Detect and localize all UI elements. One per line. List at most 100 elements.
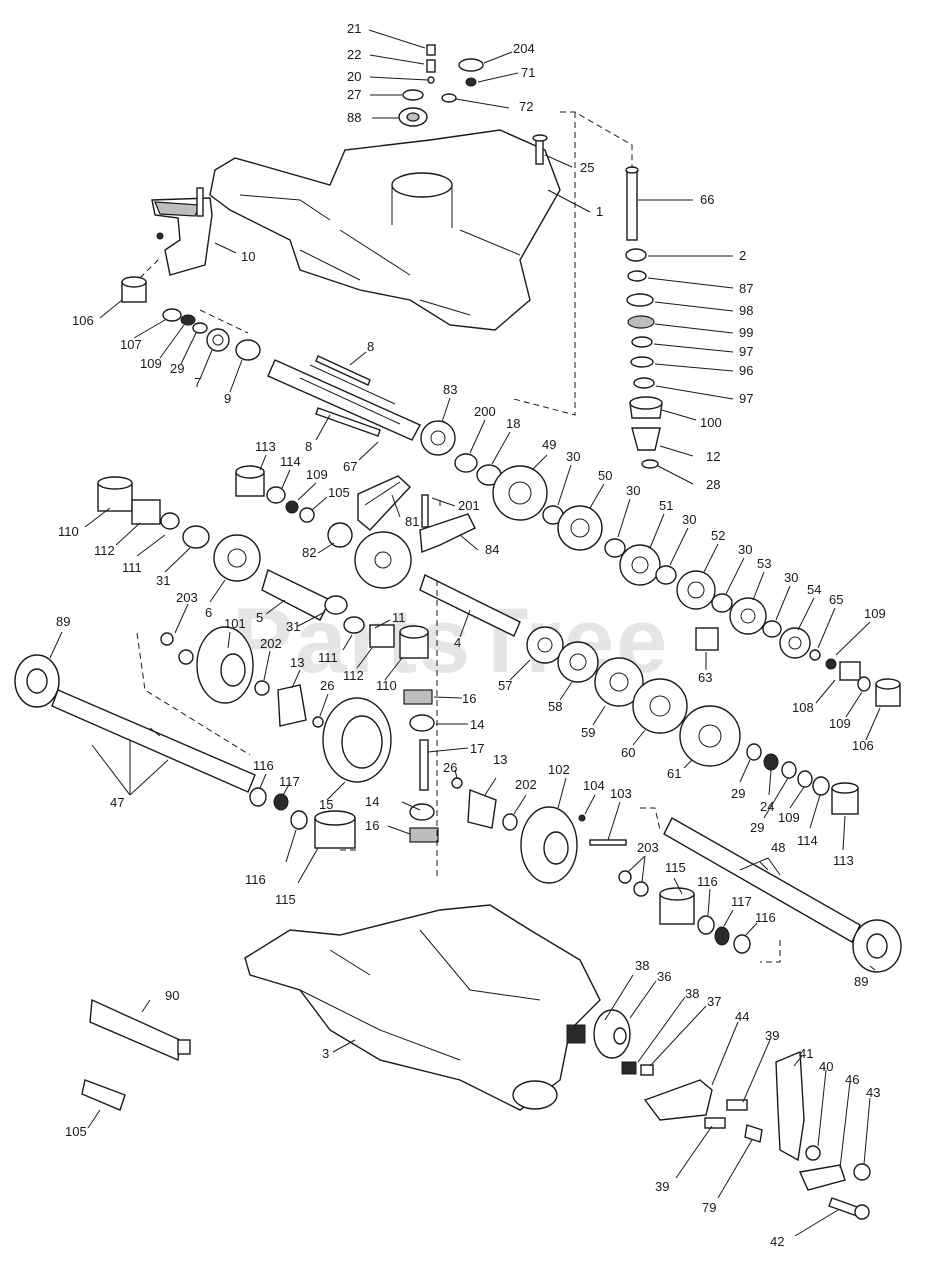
- callout-107: 107: [120, 337, 142, 352]
- callout-115-a: 115: [275, 892, 296, 907]
- callout-90: 90: [165, 988, 179, 1003]
- callout-105-a: 105: [328, 485, 350, 500]
- callout-24: 24: [760, 799, 774, 814]
- callout-202-b: 202: [515, 777, 537, 792]
- callout-51: 51: [659, 498, 673, 513]
- callout-204: 204: [513, 41, 535, 56]
- callout-114-a: 114: [280, 454, 301, 469]
- callout-12: 12: [706, 449, 720, 464]
- callout-18: 18: [506, 416, 520, 431]
- callout-110-b: 110: [376, 678, 397, 693]
- callout-116-c: 116: [697, 874, 718, 889]
- callout-83: 83: [443, 382, 457, 397]
- callout-99: 99: [739, 325, 753, 340]
- callout-59: 59: [581, 725, 595, 740]
- callout-100: 100: [700, 415, 722, 430]
- callout-97-a: 97: [739, 344, 753, 359]
- callout-82: 82: [302, 545, 316, 560]
- upper-housing: [209, 129, 561, 331]
- callout-1: 1: [596, 204, 603, 219]
- callout-89-a: 89: [56, 614, 70, 629]
- callout-96: 96: [739, 363, 753, 378]
- callout-27: 27: [347, 87, 361, 102]
- callout-13-b: 13: [493, 752, 507, 767]
- callout-109-a: 109: [140, 356, 162, 371]
- callout-81: 81: [405, 514, 419, 529]
- assembly-lines: [136, 111, 781, 963]
- callout-53: 53: [757, 556, 771, 571]
- callout-116-d: 116: [755, 910, 776, 925]
- callout-16-a: 16: [462, 691, 476, 706]
- callout-5: 5: [256, 610, 263, 625]
- callout-79: 79: [702, 1200, 716, 1215]
- callout-20: 20: [347, 69, 361, 84]
- callout-101: 101: [224, 616, 246, 631]
- callout-6: 6: [205, 605, 212, 620]
- callout-22: 22: [347, 47, 361, 62]
- callout-116-a: 116: [253, 758, 274, 773]
- callout-41: 41: [799, 1046, 813, 1061]
- callout-17: 17: [470, 741, 484, 756]
- callout-14-a: 14: [470, 717, 484, 732]
- callout-46: 46: [845, 1072, 859, 1087]
- callout-117-b: 117: [731, 894, 752, 909]
- callout-109-c: 109: [306, 467, 328, 482]
- callout-38-a: 38: [635, 958, 649, 973]
- lower-housing: [244, 904, 601, 1111]
- callout-71: 71: [521, 65, 535, 80]
- callout-31-a: 31: [156, 573, 170, 588]
- callout-13-a: 13: [290, 655, 304, 670]
- callout-29-b: 29: [731, 786, 745, 801]
- callout-110-a: 110: [58, 524, 79, 539]
- callout-54: 54: [807, 582, 821, 597]
- callout-48: 48: [771, 840, 785, 855]
- callout-29-a: 29: [170, 361, 184, 376]
- callout-16-b: 16: [365, 818, 379, 833]
- callout-201: 201: [458, 498, 480, 513]
- callout-104: 104: [583, 778, 605, 793]
- callout-117-a: 117: [279, 774, 300, 789]
- callout-14-b: 14: [365, 794, 379, 809]
- callout-109-b: 109: [864, 606, 886, 621]
- callout-42: 42: [770, 1234, 784, 1249]
- callout-200: 200: [474, 404, 496, 419]
- callout-72: 72: [519, 99, 533, 114]
- callout-112-b: 112: [343, 668, 364, 683]
- callout-50: 50: [598, 468, 612, 483]
- callout-67: 67: [343, 459, 357, 474]
- callout-112-a: 112: [94, 543, 115, 558]
- callout-102: 102: [548, 762, 570, 777]
- callout-113-b: 113: [833, 853, 854, 868]
- callout-9: 9: [224, 391, 231, 406]
- callout-2: 2: [739, 248, 746, 263]
- callout-39-b: 39: [655, 1179, 669, 1194]
- callout-3: 3: [322, 1046, 329, 1061]
- callout-30-b: 30: [626, 483, 640, 498]
- callout-84: 84: [485, 542, 499, 557]
- callout-89-b: 89: [854, 974, 868, 989]
- callout-39-a: 39: [765, 1028, 779, 1043]
- callout-113-a: 113: [255, 439, 276, 454]
- callout-203-b: 203: [637, 840, 659, 855]
- callout-37: 37: [707, 994, 721, 1009]
- callout-116-b: 116: [245, 872, 266, 887]
- callout-88: 88: [347, 110, 361, 125]
- callout-203-a: 203: [176, 590, 198, 605]
- callout-114-b: 114: [797, 833, 818, 848]
- callout-26-b: 26: [443, 760, 457, 775]
- callout-43: 43: [866, 1085, 880, 1100]
- callout-103: 103: [610, 786, 632, 801]
- leader-lines: [49, 29, 881, 1237]
- callout-4: 4: [454, 635, 461, 650]
- callout-202-a: 202: [260, 636, 282, 651]
- callout-61: 61: [667, 766, 681, 781]
- callout-97-b: 97: [739, 391, 753, 406]
- callout-98: 98: [739, 303, 753, 318]
- callout-29-c: 29: [750, 820, 764, 835]
- callout-109-e: 109: [778, 810, 800, 825]
- callout-21: 21: [347, 21, 361, 36]
- callout-38-b: 38: [685, 986, 699, 1001]
- callout-30-d: 30: [738, 542, 752, 557]
- callout-60: 60: [621, 745, 635, 760]
